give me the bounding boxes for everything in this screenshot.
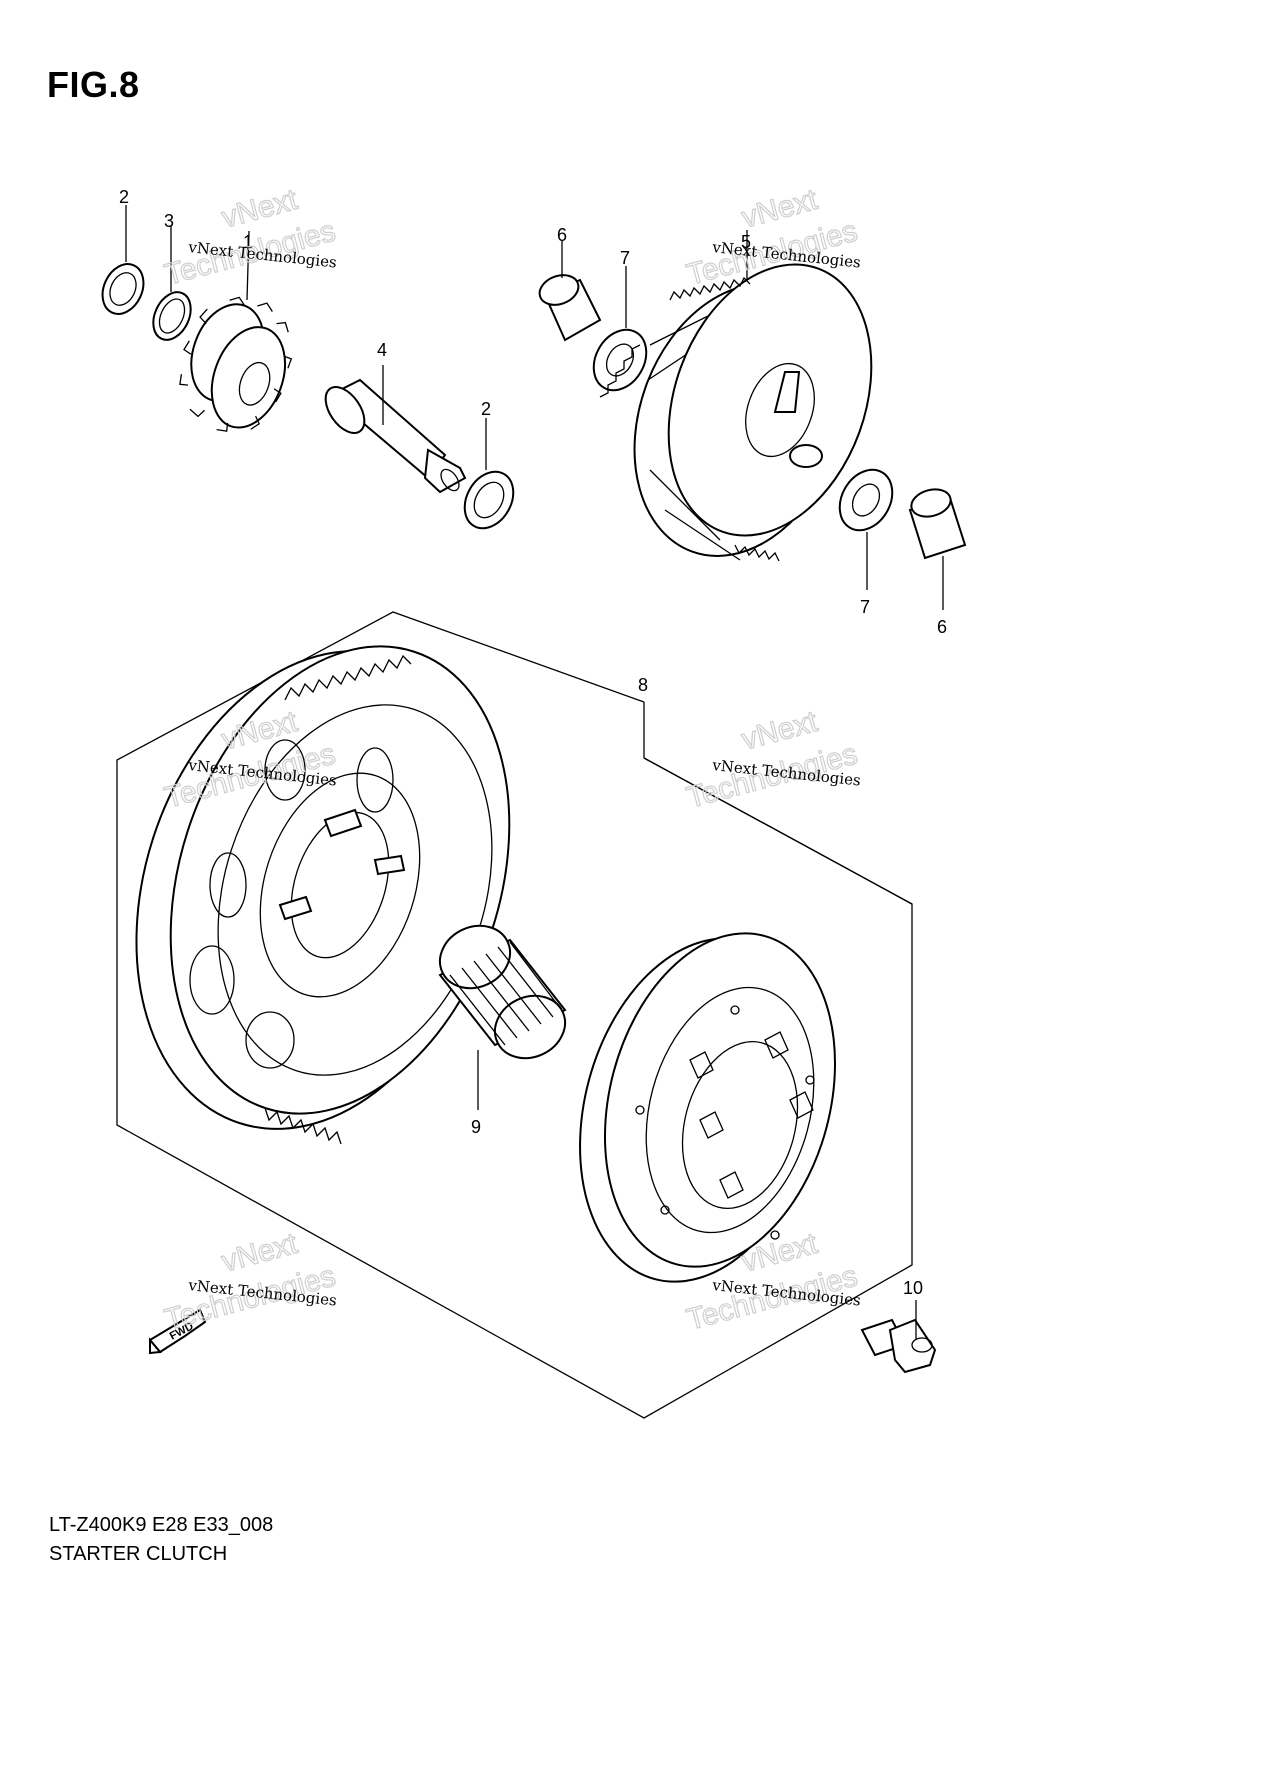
callout-part-2-right: 2 bbox=[481, 399, 491, 419]
callout-part-6-left: 6 bbox=[557, 225, 567, 245]
callout-part-5: 5 bbox=[741, 232, 751, 252]
forward-arrow-icon: FWD bbox=[148, 1308, 207, 1355]
callout-part-1: 1 bbox=[243, 232, 253, 252]
callout-part-3: 3 bbox=[164, 211, 174, 231]
assembly-name-label: STARTER CLUTCH bbox=[49, 1543, 228, 1565]
watermark-bottom-left: Technologies vNext vNext Technologies bbox=[161, 1226, 340, 1337]
watermark-top-right: Technologies vNext vNext Technologies bbox=[683, 182, 862, 292]
part-10-bolt bbox=[860, 1318, 937, 1374]
part-5-starter-driven-gear bbox=[599, 263, 873, 562]
model-code-label: LT-Z400K9 E28 E33_008 bbox=[49, 1514, 274, 1536]
watermark-top-left: Technologies vNext vNext Technologies bbox=[161, 182, 340, 292]
part-1-idler-gear bbox=[179, 296, 293, 432]
callout-part-8: 8 bbox=[638, 675, 648, 695]
part-2-washer-left bbox=[101, 263, 145, 315]
callout-part-10: 10 bbox=[903, 1278, 923, 1298]
part-2-washer-right bbox=[463, 470, 515, 530]
callout-part-7-right: 7 bbox=[860, 597, 870, 617]
part-7-washer-left bbox=[592, 328, 648, 392]
callout-part-2-left: 2 bbox=[119, 187, 129, 207]
callout-part-7-left: 7 bbox=[620, 248, 630, 268]
part-9-needle-bearing bbox=[438, 924, 567, 1060]
part-6-bush-left bbox=[538, 274, 602, 342]
part-8-kit-frame bbox=[116, 611, 913, 1419]
part-4-shaft bbox=[324, 378, 467, 494]
part-7-washer-right bbox=[838, 468, 894, 532]
figure-title: FIG.8 bbox=[47, 64, 140, 105]
part-6-bush-right bbox=[908, 488, 967, 560]
callout-part-6-right: 6 bbox=[937, 617, 947, 637]
callout-part-9: 9 bbox=[471, 1117, 481, 1137]
starter-clutch-gear bbox=[135, 645, 511, 1145]
watermark-middle-right: Technologies vNext vNext Technologies bbox=[683, 704, 862, 815]
part-3-circlip bbox=[152, 291, 192, 341]
callout-part-4: 4 bbox=[377, 340, 387, 360]
one-way-clutch bbox=[579, 932, 837, 1283]
